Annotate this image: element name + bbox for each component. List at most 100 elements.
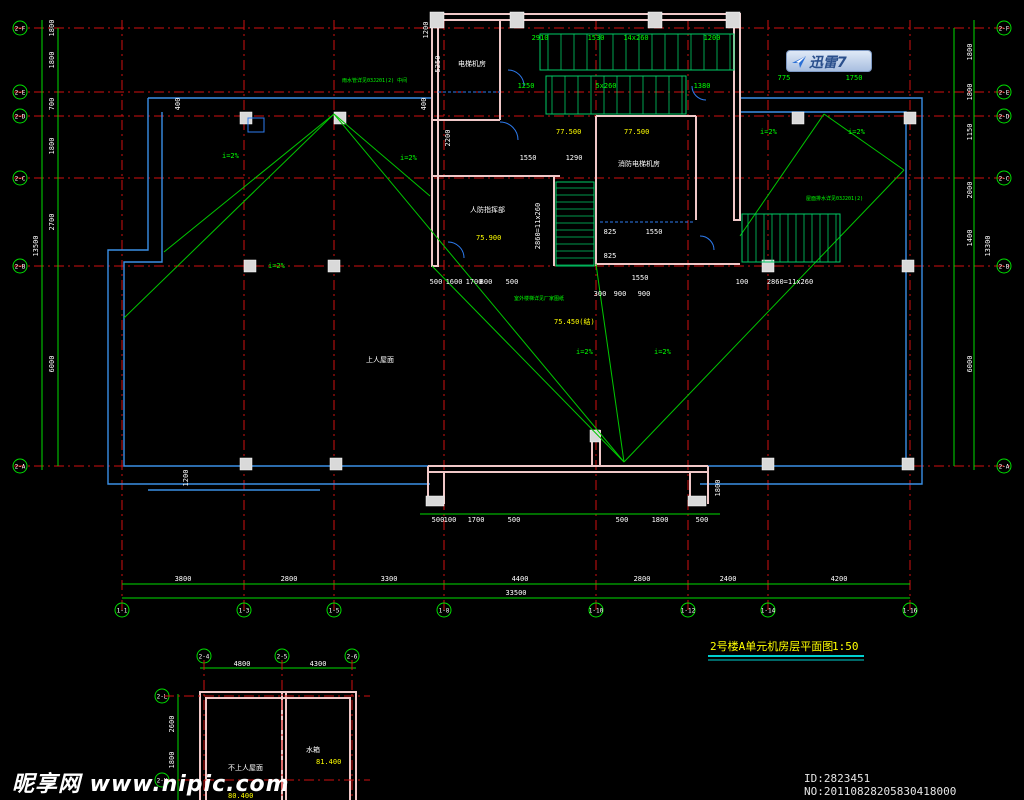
grid-bubble-right-label: 2-A [999, 464, 1010, 471]
grid-bubble-sub-left-label: 2-K [157, 778, 168, 785]
slope-5: i=2% [760, 128, 778, 136]
grid-bubble-sub-top-label: 2-4 [199, 654, 210, 661]
dim-mid: 100 [736, 278, 749, 286]
room-label-civil-air-defense: 人防指挥部 [470, 205, 505, 214]
drawing-title-block: 2号楼A单元机房层平面图 1:50 [708, 639, 864, 661]
dim-mid: 2860=11x260 [767, 278, 813, 286]
dim-left: 1800 [48, 20, 56, 37]
grid-bubble-right-label: 2-D [999, 114, 1010, 121]
note-stair: 室外楼梯详见厂家图纸 [514, 295, 564, 302]
dim-top: 775 [778, 74, 791, 82]
grid-bubble-right: 2-B [996, 258, 1012, 274]
annotation-texts: 电梯机房 消防电梯机房 人防指挥部 上人屋面 不上人屋面 水箱 77.500 7… [222, 59, 866, 800]
grid-bubble-left: 2-B [12, 258, 28, 274]
grid-bubble-bottom-label: 1-12 [681, 608, 696, 615]
room-label-roof-not-accessible: 不上人屋面 [228, 763, 263, 772]
dim-right: 1800 [966, 84, 974, 101]
dim-top: 1250 [518, 82, 535, 90]
grid-bubble-left: 2-D [12, 108, 28, 124]
grid-bubble-bottom-label: 1-3 [239, 608, 250, 615]
dim-mid: 825 [604, 228, 617, 236]
grid-bubble-left-label: 2-B [15, 264, 26, 271]
grid-bubble-right: 2-E [996, 84, 1012, 100]
dim-side: 2200 [444, 130, 452, 147]
dim-mid: 500 [506, 278, 519, 286]
grid-bubble-bottom-label: 1-16 [903, 608, 918, 615]
dim-bottom-local: 1700 [468, 516, 485, 524]
grid-bubble-bottom: 1-12 [680, 602, 696, 618]
note-drain: 雨水管详见03J201(2) 中间 [342, 77, 407, 84]
slope-6: i=2% [848, 128, 866, 136]
doors [247, 69, 715, 259]
elev-stair-top-2: 77.500 [624, 128, 649, 136]
dim-mid: 1550 [632, 274, 649, 282]
grid-bubble-left: 2-E [12, 84, 28, 100]
grid-bubble-right-label: 2-B [999, 264, 1010, 271]
grid-bubble-bottom: 1-16 [902, 602, 918, 618]
elev-sub-roof: 81.400 [316, 758, 341, 766]
dim-bottom: 4400 [512, 575, 529, 583]
grid-bubble-bottom: 1-10 [588, 602, 604, 618]
drainage-slopes [123, 113, 905, 463]
dim-top: 1750 [846, 74, 863, 82]
grid-bubble-left-label: 2-F [15, 26, 26, 33]
stair-treads [547, 34, 837, 266]
dim-top: 14x260 [623, 34, 648, 42]
dim-mid: 1290 [566, 154, 583, 162]
grid-bubble-bottom: 1-5 [326, 602, 342, 618]
dim-side: 1200 [422, 22, 430, 39]
grid-bubble-left-label: 2-C [15, 176, 26, 183]
dim-top: 1380 [694, 82, 711, 90]
dim-sub: 1800 [168, 752, 176, 769]
dim-right: 6000 [966, 356, 974, 373]
dim-mid: 800 [480, 278, 493, 286]
dim-left-total: 13500 [32, 235, 40, 256]
dim-mid: 1600 [446, 278, 463, 286]
dim-sub: 4800 [234, 660, 251, 668]
grid-bubble-right-label: 2-C [999, 176, 1010, 183]
grid-bubble-bottom-label: 1-8 [439, 608, 450, 615]
dim-bottom-total: 33500 [505, 589, 526, 597]
slope-2: i=2% [400, 154, 418, 162]
elev-stair-top-1: 77.500 [556, 128, 581, 136]
dim-bottom-local: 500 [696, 516, 709, 524]
dim-right: 1150 [966, 124, 974, 141]
dim-mid: 2860=11x260 [534, 203, 542, 249]
watermark-left: 昵享网 www.nipic.com [12, 772, 290, 797]
dim-bottom: 2800 [634, 575, 651, 583]
grid-bubble-left-label: 2-D [15, 114, 26, 121]
dim-mid: 900 [614, 290, 627, 298]
dim-mid: 1700 [466, 278, 483, 286]
dim-right: 1800 [966, 44, 974, 61]
elev-room-floor: 75.900 [476, 234, 501, 242]
dim-top: 2910 [532, 34, 549, 42]
grid-bubble-right: 2-A [996, 458, 1012, 474]
columns [239, 11, 917, 507]
dim-top: 1200 [704, 34, 721, 42]
elev-sub-bottom: 80.400 [228, 792, 253, 800]
dim-right: 2000 [966, 182, 974, 199]
dim-bottom-local: 1800 [652, 516, 669, 524]
dimension-lines [41, 20, 975, 800]
dim-side: 5250 [434, 56, 442, 73]
slope-3: i=2% [576, 348, 594, 356]
dim-side: 400 [420, 98, 428, 111]
slope-7: i=2% [268, 262, 286, 270]
thunder-bird-icon [792, 56, 806, 68]
dim-bottom-local: 500 [432, 516, 445, 524]
xunlei-badge[interactable]: 迅雷7 [786, 50, 872, 72]
grid-bubble-sub-top-label: 2-6 [347, 654, 358, 661]
dim-mid: 500 [430, 278, 443, 286]
dim-side: 1800 [714, 480, 722, 497]
dim-bottom: 3800 [175, 575, 192, 583]
grid-bubble-bottom: 1-1 [114, 602, 130, 618]
dim-mid: 900 [638, 290, 651, 298]
grid-bubble-right: 2-D [996, 108, 1012, 124]
room-label-water-tank: 水箱 [306, 745, 320, 754]
xunlei-badge-label: 迅雷7 [809, 55, 847, 71]
sub-plan-axes [164, 660, 370, 800]
grid-bubble-bottom-label: 1-10 [589, 608, 604, 615]
dim-left: 1800 [48, 52, 56, 69]
